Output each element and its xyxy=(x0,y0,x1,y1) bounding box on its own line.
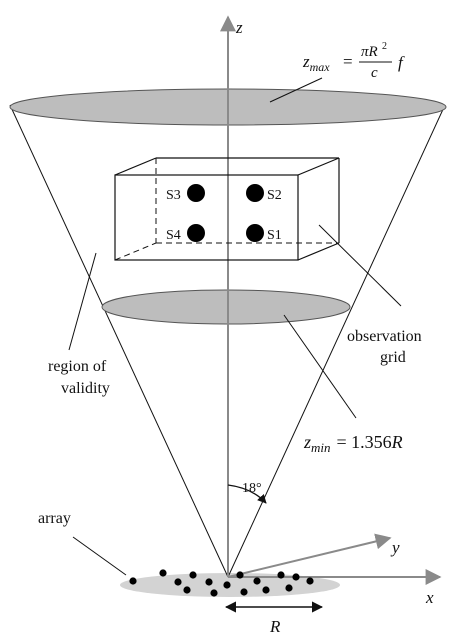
observation-box xyxy=(114,157,340,261)
z-axis-label: z xyxy=(235,18,243,37)
angle-label: 18° xyxy=(242,481,262,496)
zmin-disk xyxy=(101,289,351,325)
source-label-s2: S2 xyxy=(267,188,282,203)
observation-box-hidden-edges xyxy=(114,158,339,261)
observation-leader xyxy=(318,224,402,307)
region-leader xyxy=(68,252,97,351)
r-label: R xyxy=(269,617,281,636)
cone-left-edge xyxy=(9,104,229,578)
zmax-formula: zmax = πR 2 c f xyxy=(302,41,405,81)
source-label-s1: S1 xyxy=(267,228,282,243)
y-axis xyxy=(227,533,392,578)
y-axis-label: y xyxy=(390,538,400,557)
svg-text:πR: πR xyxy=(361,44,378,60)
svg-text:zmax: zmax xyxy=(302,52,330,74)
source-dot-s1 xyxy=(246,224,264,242)
region-label-line2: validity xyxy=(61,380,110,397)
svg-text:f: f xyxy=(398,53,405,72)
zmax-leader xyxy=(269,77,323,103)
source-label-s4: S4 xyxy=(166,228,181,243)
svg-text:c: c xyxy=(371,65,378,81)
source-label-s3: S3 xyxy=(166,188,181,203)
array-leader xyxy=(72,536,127,576)
svg-text:zmin= 1.356R: zmin= 1.356R xyxy=(303,432,403,455)
svg-text:=: = xyxy=(343,52,353,71)
source-dot-s4 xyxy=(187,224,205,242)
zmin-formula: zmin= 1.356R xyxy=(303,432,403,455)
observation-label-line1: observation xyxy=(347,328,422,345)
source-dot-s2 xyxy=(246,184,264,202)
array-elements xyxy=(129,569,314,597)
array-label: array xyxy=(38,510,71,527)
observation-label-line2: grid xyxy=(380,349,406,366)
x-axis-label: x xyxy=(425,588,434,607)
region-label-line1: region of xyxy=(48,358,107,375)
zmin-leader xyxy=(283,314,357,419)
svg-text:2: 2 xyxy=(382,41,387,52)
source-dot-s3 xyxy=(187,184,205,202)
angle-arc xyxy=(227,484,267,504)
